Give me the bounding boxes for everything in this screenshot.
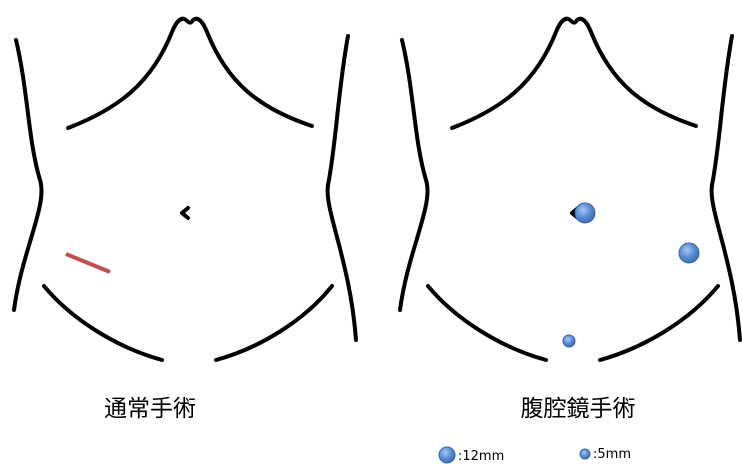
legend: :12mm :5mm bbox=[439, 447, 631, 464]
laparoscopic-surgery-panel: 腹腔鏡手術 bbox=[400, 19, 740, 422]
umbilical-port-12mm bbox=[575, 203, 595, 223]
legend-large-port-label: :12mm bbox=[458, 449, 504, 464]
right-lateral-port-12mm bbox=[679, 243, 699, 263]
laparoscopic-surgery-caption: 腹腔鏡手術 bbox=[521, 396, 636, 422]
right-torso-right-edge bbox=[712, 36, 740, 340]
left-torso-left-edge bbox=[14, 40, 42, 310]
left-groin-line bbox=[44, 286, 162, 360]
legend-large-port-icon bbox=[439, 447, 455, 463]
suprapubic-port-5mm bbox=[563, 335, 575, 347]
legend-small-port-label: :5mm bbox=[593, 447, 631, 462]
right-left-groin-line bbox=[428, 286, 546, 360]
right-groin-line bbox=[216, 286, 332, 360]
open-surgery-caption: 通常手術 bbox=[104, 396, 196, 422]
incision-line bbox=[66, 254, 110, 272]
right-right-groin-line bbox=[600, 286, 718, 360]
left-neckline bbox=[68, 19, 312, 128]
left-navel bbox=[182, 208, 188, 218]
right-neckline bbox=[452, 19, 696, 128]
open-surgery-panel: 通常手術 bbox=[14, 19, 356, 422]
legend-small-port-icon bbox=[580, 449, 590, 459]
right-torso-left-edge bbox=[400, 40, 428, 310]
left-torso-right-edge bbox=[328, 36, 356, 340]
